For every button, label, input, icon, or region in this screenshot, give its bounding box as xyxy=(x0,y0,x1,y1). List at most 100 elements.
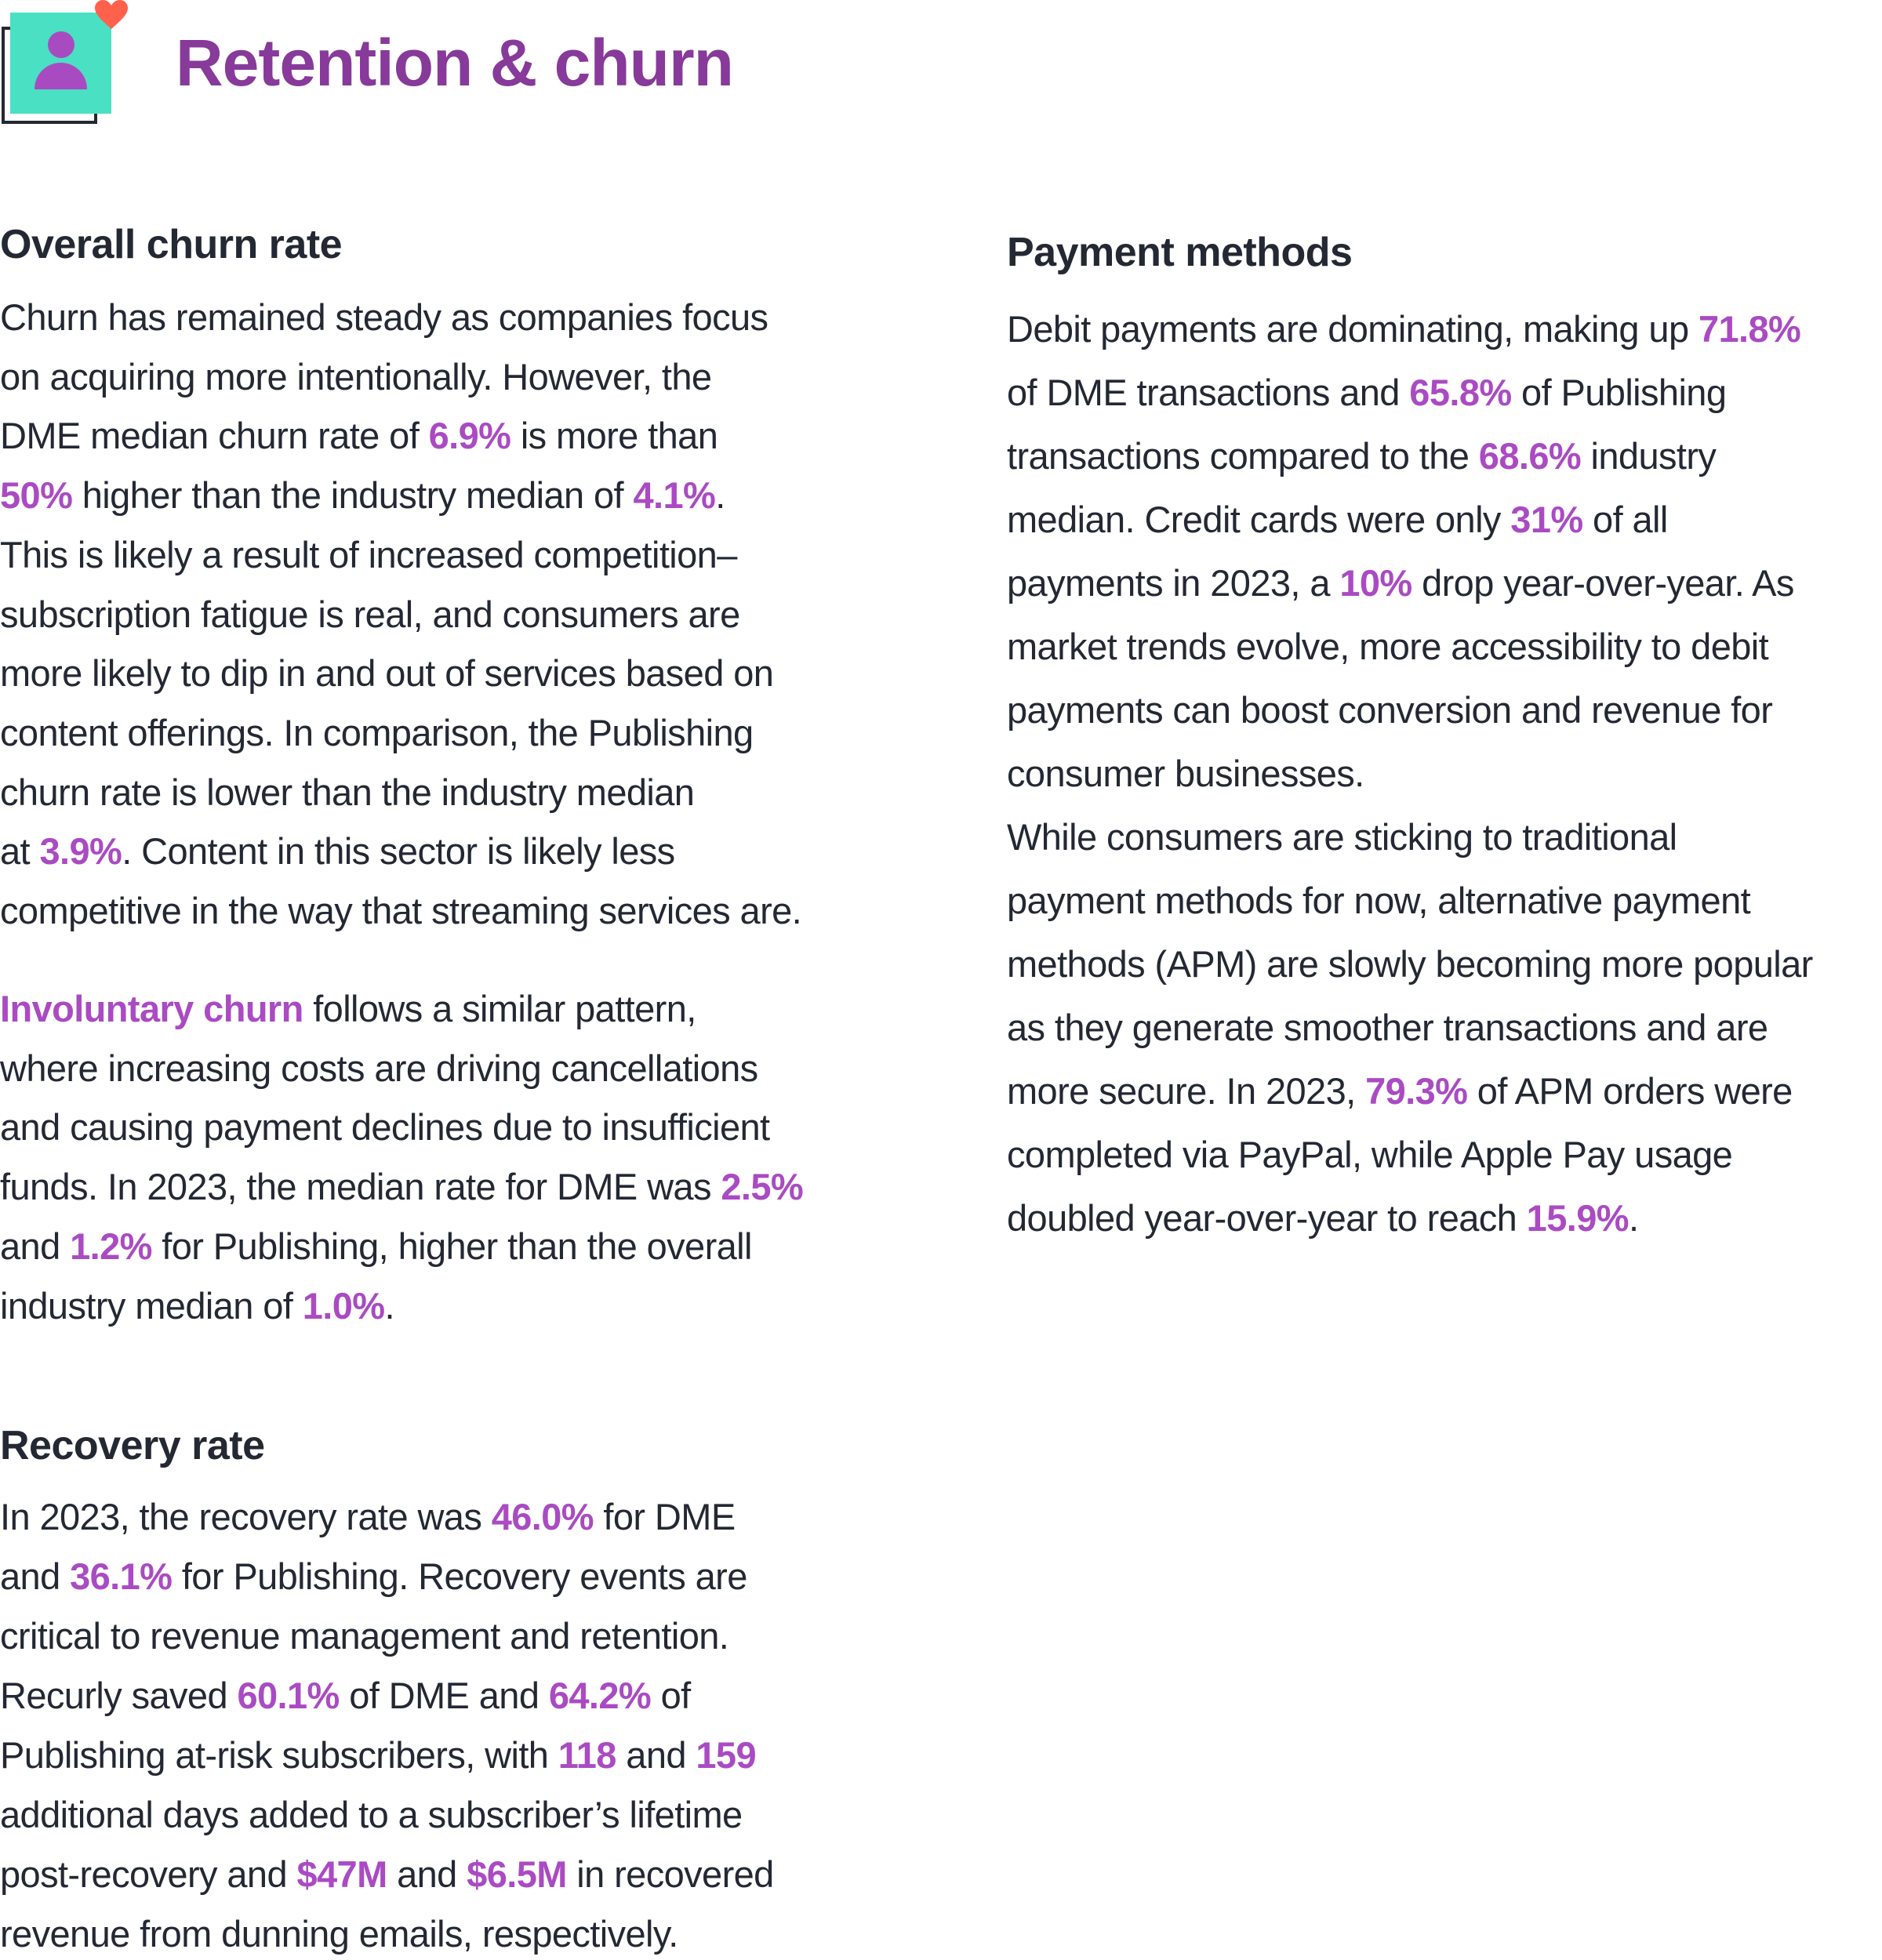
text-line: consumer businesses. xyxy=(1007,755,1364,792)
text-line: at 3.9%. Content in this sector is likel… xyxy=(0,833,675,869)
heart-icon xyxy=(95,0,128,29)
text-line: Debit payments are dominating, making up… xyxy=(1007,308,1801,350)
highlight-stat: 6.9% xyxy=(428,415,511,457)
highlight-stat: 159 xyxy=(696,1734,756,1776)
highlight-stat: Involuntary churn xyxy=(0,988,303,1029)
text-line: In 2023, the recovery rate was 46.0% for… xyxy=(0,1498,736,1535)
text-segment: more secure. In 2023, xyxy=(1007,1070,1366,1112)
highlight-stat: 71.8% xyxy=(1698,308,1801,350)
text-segment: for Publishing. Recovery events are xyxy=(172,1555,748,1597)
text-line: revenue from dunning emails, respectivel… xyxy=(0,1915,678,1952)
text-segment: in recovered xyxy=(566,1853,774,1895)
text-line: funds. In 2023, the median rate for DME … xyxy=(0,1166,804,1208)
text-segment: methods (APM) are slowly becoming more p… xyxy=(1007,943,1813,985)
text-segment: transactions compared to the xyxy=(1007,435,1479,477)
text-segment: This is likely a result of increased com… xyxy=(0,533,737,575)
text-segment: In 2023, the recovery rate was xyxy=(0,1496,492,1537)
text-line: Recurly saved 60.1% of DME and 64.2% of xyxy=(0,1677,691,1714)
text-line: and 1.2% for Publishing, higher than the… xyxy=(0,1228,752,1265)
text-line: payments can boost conversion and revenu… xyxy=(1007,691,1773,728)
text-segment: of APM orders were xyxy=(1467,1070,1793,1112)
text-segment: additional days added to a subscriber’s … xyxy=(0,1794,743,1835)
text-segment: and xyxy=(0,1225,71,1267)
text-line: critical to revenue management and reten… xyxy=(0,1615,729,1657)
text-line: payment methods for now, alternative pay… xyxy=(1007,880,1751,921)
text-segment: on acquiring more intentionally. However… xyxy=(0,355,712,397)
highlight-stat: 65.8% xyxy=(1409,372,1512,413)
text-segment: of DME transactions and xyxy=(1007,372,1410,413)
highlight-stat: $6.5M xyxy=(467,1853,567,1895)
text-line: churn rate is lower than the industry me… xyxy=(0,771,695,813)
heading-overall-churn-rate: Overall churn rate xyxy=(0,222,343,267)
text-segment: more likely to dip in and out of service… xyxy=(0,652,774,695)
text-line: DME median churn rate of 6.9% is more th… xyxy=(0,417,718,454)
text-line: and 36.1% for Publishing. Recovery event… xyxy=(0,1558,747,1595)
text-segment: of all xyxy=(1582,499,1668,540)
text-line: and causing payment declines due to insu… xyxy=(0,1109,770,1145)
text-segment: funds. In 2023, the median rate for DME … xyxy=(0,1166,721,1208)
text-line: median. Credit cards were only 31% of al… xyxy=(1007,501,1668,538)
text-segment: of DME and xyxy=(339,1675,549,1716)
text-segment: follows a similar pattern, xyxy=(303,988,696,1029)
highlight-stat: 79.3% xyxy=(1365,1070,1468,1112)
highlight-stat: 64.2% xyxy=(548,1675,652,1716)
text-line: as they generate smoother transactions a… xyxy=(1007,1009,1768,1046)
text-line: competitive in the way that streaming se… xyxy=(0,892,802,929)
highlight-stat: 68.6% xyxy=(1478,435,1582,477)
highlight-stat: 1.0% xyxy=(302,1284,385,1327)
highlight-stat: 2.5% xyxy=(721,1166,804,1208)
text-line: doubled year-over-year to reach 15.9%. xyxy=(1007,1197,1639,1239)
text-segment: payment methods for now, alternative pay… xyxy=(1007,880,1751,921)
text-segment: and xyxy=(0,1555,71,1597)
highlight-stat: 3.9% xyxy=(39,830,122,873)
text-segment: of xyxy=(651,1675,692,1716)
text-segment: and causing payment declines due to insu… xyxy=(0,1106,770,1149)
highlight-stat: 46.0% xyxy=(491,1496,594,1537)
text-segment: Recurly saved xyxy=(0,1675,238,1716)
highlight-stat: 1.2% xyxy=(70,1225,152,1267)
text-segment: industry xyxy=(1581,435,1717,477)
text-segment: . xyxy=(384,1284,394,1327)
highlight-stat: 60.1% xyxy=(237,1675,340,1716)
text-line: more likely to dip in and out of service… xyxy=(0,652,774,695)
text-segment: Churn has remained steady as companies f… xyxy=(0,296,768,338)
text-line: industry median of 1.0%. xyxy=(0,1284,395,1327)
text-segment: for Publishing, higher than the overall xyxy=(151,1225,752,1267)
heading-recovery-rate: Recovery rate xyxy=(0,1423,265,1468)
text-segment: . Content in this sector is likely less xyxy=(122,830,675,873)
highlight-stat: 4.1% xyxy=(633,474,716,517)
text-line: 50% higher than the industry median of 4… xyxy=(0,477,725,514)
text-segment: critical to revenue management and reten… xyxy=(0,1615,729,1657)
text-segment: market trends evolve, more accessibility… xyxy=(1007,626,1769,667)
page-title: Retention & churn xyxy=(176,26,734,100)
text-line: Churn has remained steady as companies f… xyxy=(0,299,768,336)
highlight-stat: 118 xyxy=(558,1734,617,1776)
text-segment: higher than the industry median of xyxy=(72,474,634,517)
text-segment: and xyxy=(616,1734,696,1776)
text-line: While consumers are sticking to traditio… xyxy=(1007,818,1677,855)
text-line: methods (APM) are slowly becoming more p… xyxy=(1007,946,1813,982)
text-segment: industry median of xyxy=(0,1284,303,1327)
section-icon xyxy=(0,0,133,129)
text-segment: churn rate is lower than the industry me… xyxy=(0,771,695,813)
text-line: where increasing costs are driving cance… xyxy=(0,1050,758,1087)
text-line: of DME transactions and 65.8% of Publish… xyxy=(1007,372,1727,413)
text-segment: consumer businesses. xyxy=(1007,753,1364,794)
text-line: content offerings. In comparison, the Pu… xyxy=(0,714,754,751)
text-line: post-recovery and $47M and $6.5M in reco… xyxy=(0,1856,774,1893)
text-line: completed via PayPal, while Apple Pay us… xyxy=(1007,1136,1733,1173)
text-line: transactions compared to the 68.6% indus… xyxy=(1007,435,1717,477)
text-segment: While consumers are sticking to traditio… xyxy=(1007,816,1677,858)
text-segment: where increasing costs are driving cance… xyxy=(0,1047,758,1089)
text-segment: and xyxy=(387,1853,467,1895)
text-line: Involuntary churn follows a similar patt… xyxy=(0,990,696,1027)
user-head-icon xyxy=(48,31,74,58)
highlight-stat: 31% xyxy=(1510,499,1583,540)
highlight-stat: 50% xyxy=(0,474,73,517)
text-segment: post-recovery and xyxy=(0,1853,297,1895)
highlight-stat: 15.9% xyxy=(1526,1197,1629,1239)
text-segment: revenue from dunning emails, respectivel… xyxy=(0,1913,678,1955)
heading-payment-methods: Payment methods xyxy=(1007,230,1353,275)
text-segment: for DME xyxy=(593,1496,736,1537)
highlight-stat: 10% xyxy=(1339,562,1412,604)
